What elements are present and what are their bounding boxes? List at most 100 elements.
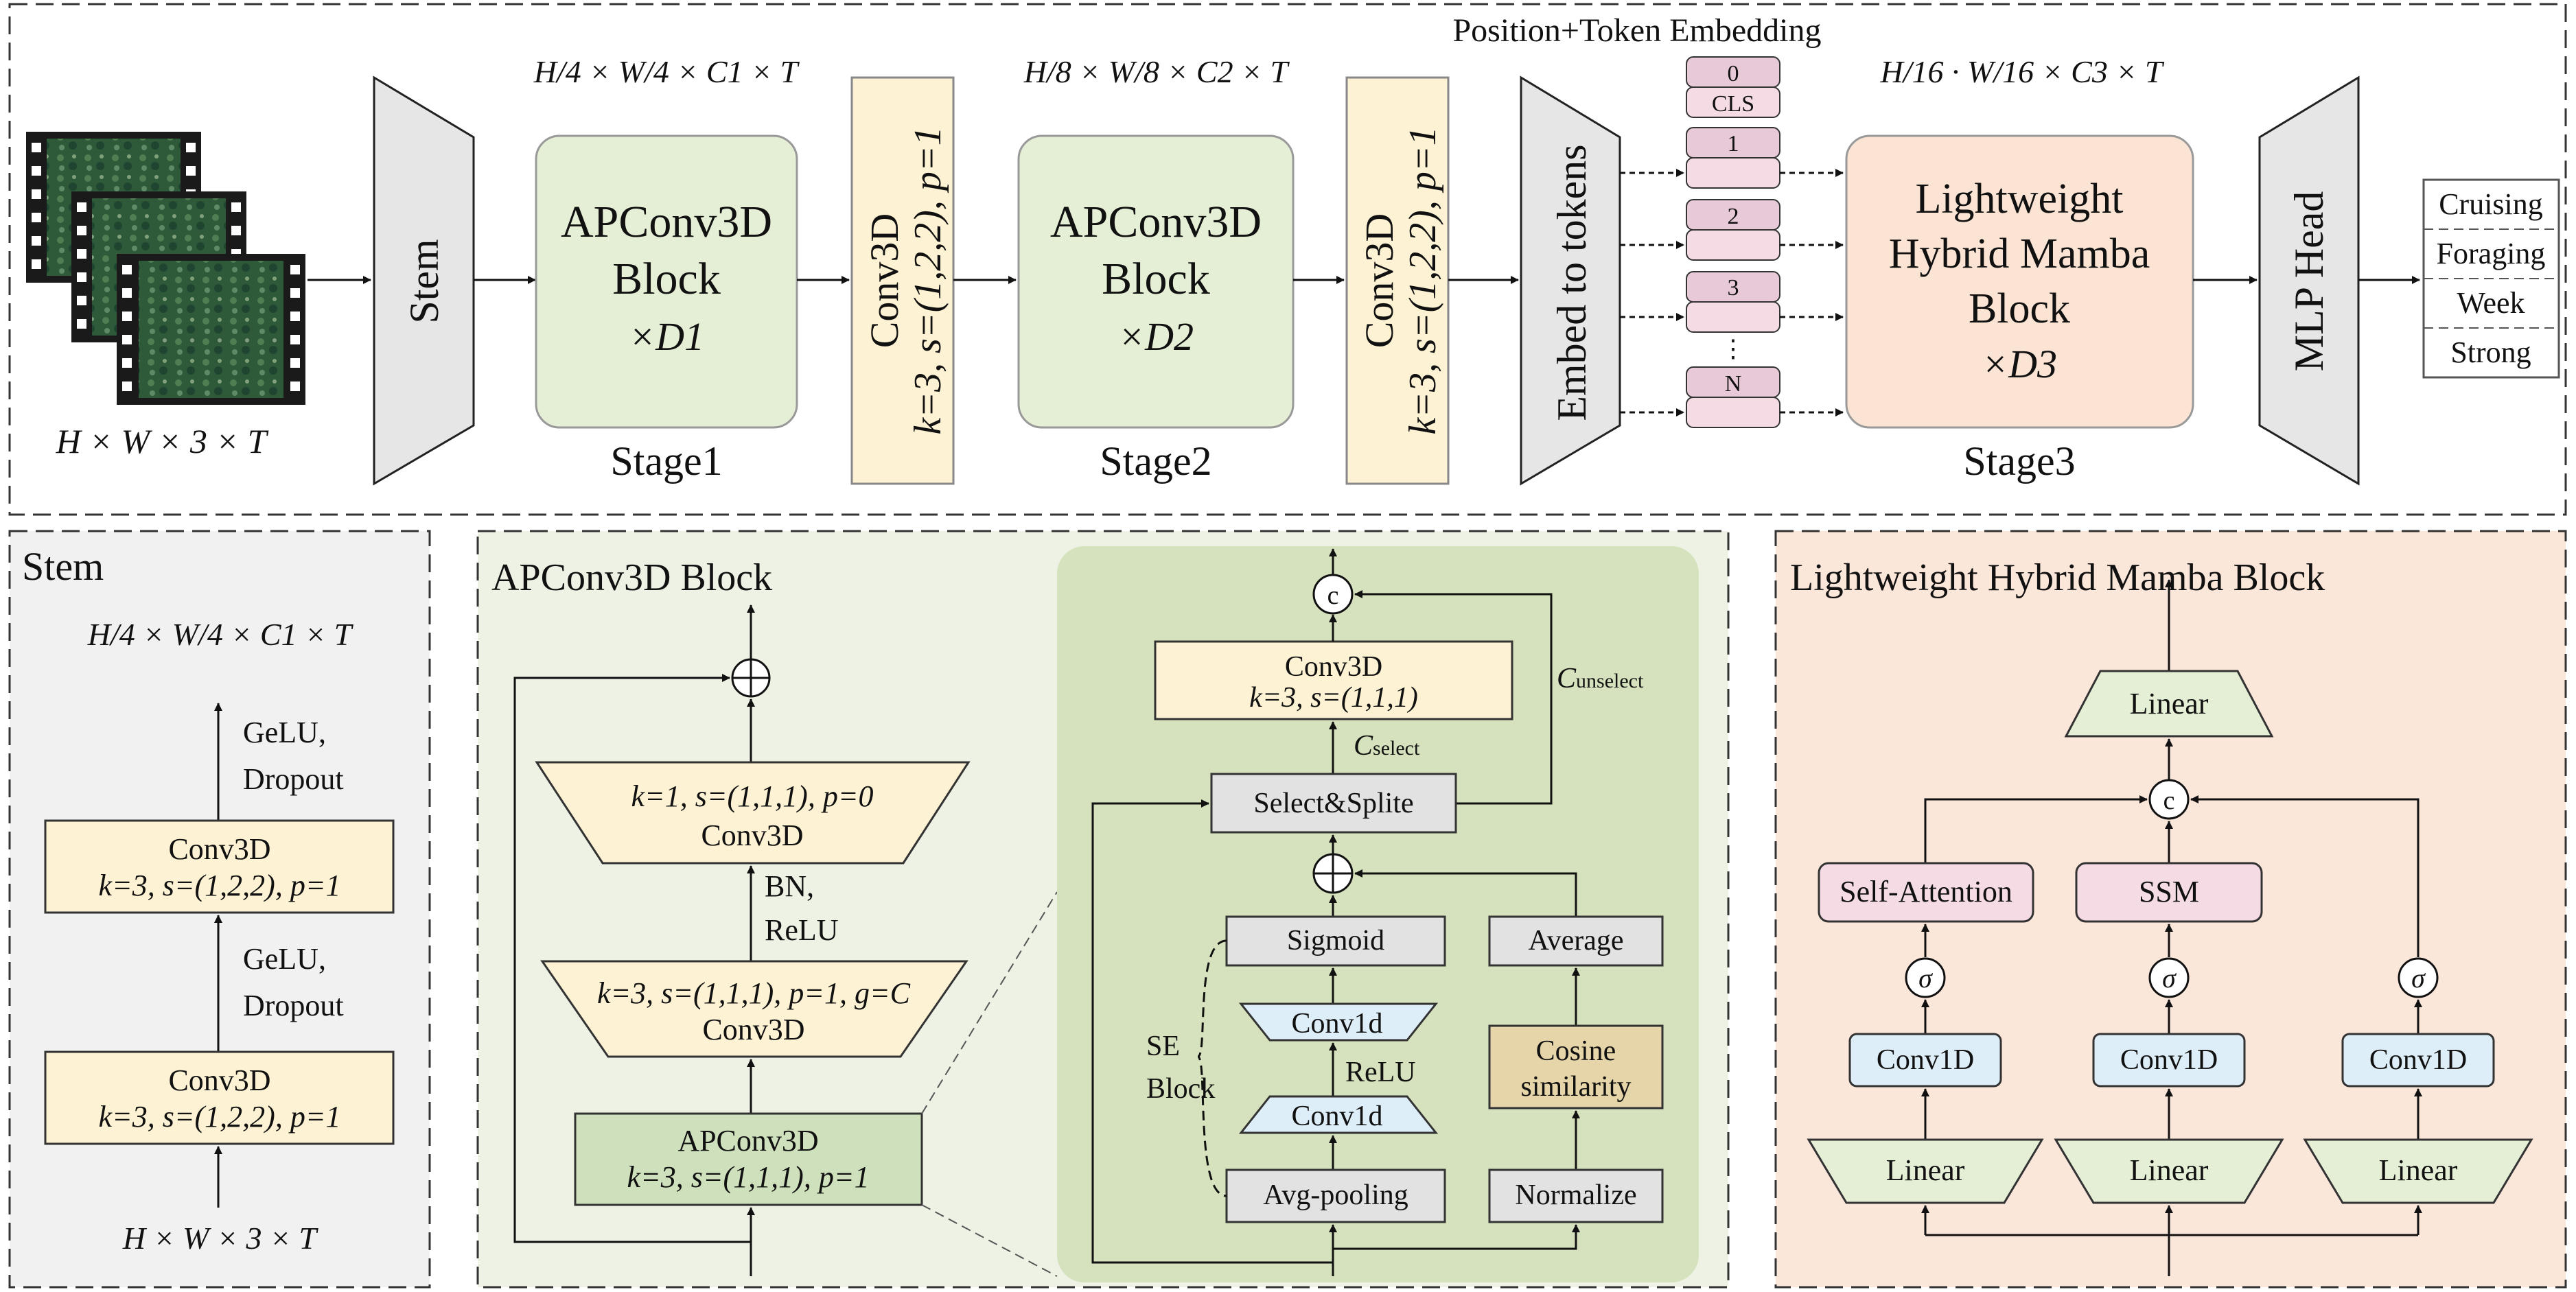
output-strong: Strong bbox=[2450, 336, 2531, 369]
stem-panel-title: Stem bbox=[22, 544, 104, 589]
mamba-concat-label: c bbox=[2163, 786, 2175, 815]
stage3-line2: Hybrid Mamba bbox=[1889, 231, 2150, 277]
apconv-act-1: BN, bbox=[765, 869, 814, 903]
downsample2-block bbox=[1345, 76, 1450, 485]
stage2-block bbox=[1017, 134, 1295, 429]
stage1-block bbox=[535, 134, 798, 429]
stem-conv-top-params: k=3, s=(1,2,2), p=1 bbox=[98, 869, 340, 902]
stage2-sub: Block bbox=[1102, 254, 1210, 304]
mamba-sigma-1 bbox=[1905, 957, 1946, 998]
apconv-apconv-params: k=3, s=(1,1,1), p=1 bbox=[627, 1160, 869, 1194]
stage3-name: Stage3 bbox=[1963, 438, 2075, 484]
mamba-concat-node bbox=[2148, 779, 2190, 820]
stage3-block bbox=[1845, 134, 2194, 429]
mamba-conv1d-1-label: Conv1D bbox=[1877, 1044, 1974, 1076]
token-cls-label: CLS bbox=[1712, 91, 1754, 117]
mamba-linear-top-label: Linear bbox=[2130, 687, 2209, 720]
apconv-conv-mid-title: Conv3D bbox=[702, 1013, 804, 1046]
stage2-dims: H/8 × W/8 × C2 × T bbox=[1023, 54, 1290, 89]
mamba-linear-3 bbox=[2303, 1138, 2533, 1204]
mamba-conv1d-1 bbox=[1848, 1033, 2002, 1088]
stem-conv-bottom-params: k=3, s=(1,2,2), p=1 bbox=[98, 1100, 340, 1134]
detail-conv3d-params: k=3, s=(1,1,1) bbox=[1249, 682, 1418, 714]
apconv-residual-line bbox=[513, 674, 751, 1243]
mlp-head-block bbox=[2258, 75, 2360, 486]
token-3-embed bbox=[1686, 301, 1780, 333]
detail-se-brace bbox=[1196, 939, 1227, 1197]
detail-conv1d-a-label: Conv1d bbox=[1291, 1008, 1382, 1040]
mamba-conv1d-3 bbox=[2341, 1033, 2495, 1088]
apconv-conv-top-title: Conv3D bbox=[701, 819, 803, 852]
stem-label: Stem bbox=[402, 239, 447, 323]
detail-c-select-sub: select bbox=[1373, 737, 1420, 760]
apconv-panel-title: APConv3D Block bbox=[491, 556, 772, 599]
token-ellipsis: ⋮ bbox=[1721, 335, 1745, 362]
stage3-line3: Block bbox=[1969, 285, 2070, 332]
detail-conv1d-b bbox=[1238, 1095, 1439, 1134]
detail-conv3d-title: Conv3D bbox=[1285, 651, 1382, 683]
stem-act-top-2: Dropout bbox=[243, 762, 344, 796]
stage3-line1: Lightweight bbox=[1915, 176, 2123, 222]
stem-act-top-1: GeLU, bbox=[243, 716, 326, 749]
stage2-title: APConv3D bbox=[1050, 197, 1262, 247]
input-dims: H × W × 3 × T bbox=[56, 422, 269, 460]
detail-c-unselect-sub: unselect bbox=[1576, 670, 1644, 692]
stem-act-bottom-1: GeLU, bbox=[243, 942, 326, 976]
mamba-linear-2-label: Linear bbox=[2130, 1153, 2209, 1187]
mamba-sigma-3 bbox=[2398, 957, 2439, 998]
token-2-label: 2 bbox=[1728, 204, 1739, 229]
mamba-sigma-3-label: σ bbox=[2411, 963, 2426, 994]
mamba-sigma-1-label: σ bbox=[1918, 963, 1933, 994]
stem-conv-bottom bbox=[44, 1050, 395, 1145]
video-frames-icon bbox=[26, 132, 305, 405]
detail-average-label: Average bbox=[1528, 925, 1623, 956]
apconv-conv-top bbox=[535, 761, 971, 865]
stem-act-bottom-2: Dropout bbox=[243, 989, 344, 1022]
downsample1-title: Conv3D bbox=[862, 213, 907, 349]
stage1-name: Stage1 bbox=[610, 438, 722, 484]
token-0-label: 0 bbox=[1728, 61, 1739, 86]
detail-sigmoid bbox=[1225, 915, 1446, 967]
stage1-dims: H/4 × W/4 × C1 × T bbox=[533, 54, 800, 89]
detail-conv1d-a bbox=[1238, 1002, 1439, 1042]
detail-skip-line bbox=[1091, 799, 1333, 1264]
mamba-ssm-label: SSM bbox=[2139, 875, 2199, 908]
stem-panel-out-dims: H/4 × W/4 × C1 × T bbox=[87, 617, 354, 652]
mamba-ssm bbox=[2075, 862, 2263, 923]
stage3-repeat: ×D3 bbox=[1982, 342, 2057, 386]
mamba-linear-3-label: Linear bbox=[2379, 1153, 2458, 1187]
token-n-label: N bbox=[1725, 371, 1742, 397]
detail-cosine-2: similarity bbox=[1521, 1071, 1632, 1103]
stage2-repeat: ×D2 bbox=[1118, 314, 1194, 359]
mamba-conv1d-2-label: Conv1D bbox=[2120, 1044, 2218, 1076]
output-foraging: Foraging bbox=[2437, 237, 2546, 270]
detail-conv1d-b-label: Conv1d bbox=[1291, 1101, 1382, 1132]
detail-normalize bbox=[1488, 1168, 1664, 1223]
detail-select-split bbox=[1210, 773, 1457, 834]
downsample2-title: Conv3D bbox=[1357, 213, 1402, 349]
stem-conv-top-title: Conv3D bbox=[168, 832, 270, 866]
token-1-embed bbox=[1686, 157, 1780, 189]
stage1-sub: Block bbox=[612, 254, 721, 304]
stage2-name: Stage2 bbox=[1100, 438, 1211, 484]
stage1-repeat: ×D1 bbox=[629, 314, 704, 359]
detail-c-select: Cselect bbox=[1354, 730, 1420, 762]
detail-c-unselect: Cunselect bbox=[1557, 663, 1644, 694]
token-2-embed bbox=[1686, 229, 1780, 261]
detail-normalize-label: Normalize bbox=[1515, 1179, 1636, 1211]
token-1-label: 1 bbox=[1728, 131, 1739, 156]
detail-conv3d bbox=[1154, 640, 1513, 720]
embed-block bbox=[1520, 75, 1621, 486]
detail-concat-label: c bbox=[1327, 581, 1339, 610]
apconv-conv-mid-params: k=3, s=(1,1,1), p=1, g=C bbox=[597, 976, 911, 1010]
mamba-sigma-2 bbox=[2148, 957, 2190, 998]
detail-unselect-line bbox=[1354, 590, 1553, 805]
detail-average bbox=[1488, 915, 1664, 967]
stem-conv-top bbox=[44, 819, 395, 914]
stage1-title: APConv3D bbox=[561, 197, 772, 247]
mamba-conv1d-3-label: Conv1D bbox=[2369, 1044, 2467, 1076]
detail-relu-label: ReLU bbox=[1345, 1057, 1416, 1088]
mamba-linear-2 bbox=[2054, 1138, 2284, 1204]
pos-token-title: Position+Token Embedding bbox=[1452, 12, 1821, 49]
